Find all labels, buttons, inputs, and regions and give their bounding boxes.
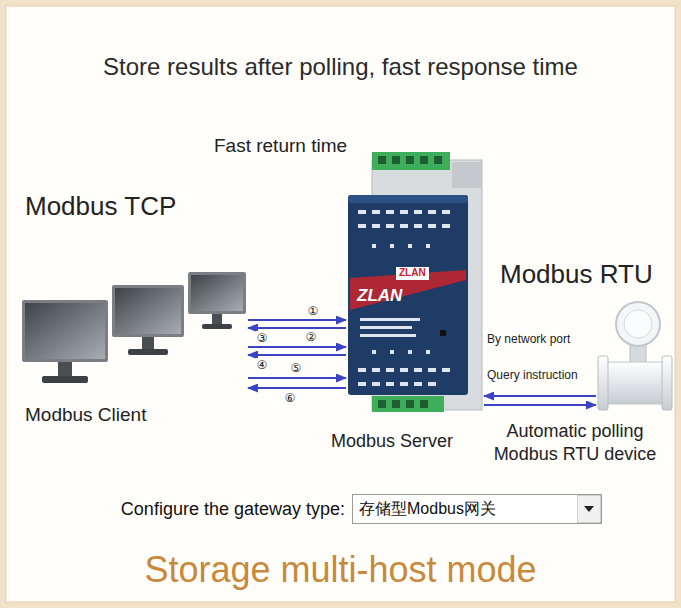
text-holder: Query instruction <box>487 368 578 383</box>
arrow-connector <box>248 387 346 389</box>
text-holder: Modbus Server <box>312 430 472 453</box>
text-holder: Modbus RTU <box>500 258 653 291</box>
text-holder: ZLAN <box>396 262 429 280</box>
node-area: Automatic polling Modbus RTU device <box>596 300 674 412</box>
dropdown-box: 存储型Modbus网关 <box>352 494 602 524</box>
arrow-connector <box>248 377 346 379</box>
arrow-connector <box>248 327 346 329</box>
text-holder: ZLAN <box>357 285 402 306</box>
flowmeter-icon <box>598 302 672 410</box>
text-label: ZLAN <box>396 267 429 280</box>
caption: Storage multi-host mode <box>0 548 681 592</box>
node-area: Modbus Server <box>346 152 484 412</box>
text-label: Modbus TCP <box>25 190 176 223</box>
text-holder: ② <box>305 330 318 344</box>
text-label: Modbus RTU <box>500 258 653 291</box>
text-holder: Store results after polling, fast respon… <box>0 50 681 84</box>
text-label: By network port <box>487 332 570 347</box>
callout-number: ② <box>305 330 318 344</box>
arrow-connector <box>484 404 596 406</box>
text-holder: Configure the gateway type: <box>60 494 345 524</box>
text-holder: Automatic polling Modbus RTU device <box>475 420 675 467</box>
text-holder: Fast return time <box>214 134 347 158</box>
text-holder: ④ <box>256 358 269 372</box>
arrow-connector <box>248 319 346 321</box>
callout-number: ③ <box>256 331 269 345</box>
text-label: ZLAN <box>357 285 402 306</box>
dropdown-value: 存储型Modbus网关 <box>353 495 502 523</box>
callout-number: ⑤ <box>290 361 303 375</box>
callout-number: ① <box>307 304 320 318</box>
callout-number: ④ <box>256 358 269 372</box>
callout-number: ⑥ <box>284 391 297 405</box>
dropdown-button <box>577 495 601 523</box>
title: Store results after polling, fast respon… <box>0 50 681 84</box>
node-label: Modbus Client <box>25 403 146 428</box>
text-holder: Modbus Client <box>25 403 146 428</box>
text-holder: By network port <box>487 332 570 347</box>
arrow-connector <box>484 395 596 397</box>
text-label: Configure the gateway type: <box>60 494 345 524</box>
node-label: Automatic polling Modbus RTU device <box>475 420 675 467</box>
node-area: Modbus Client <box>20 270 248 392</box>
node-label: Modbus Server <box>312 430 472 453</box>
text-holder: ① <box>307 304 320 318</box>
gateway-device <box>348 152 482 412</box>
arrow-connector <box>248 354 346 356</box>
text-label: Query instruction <box>487 368 578 383</box>
arrow-connector <box>248 346 346 348</box>
text-holder: Modbus TCP <box>25 190 176 223</box>
text-label: Fast return time <box>214 134 347 158</box>
monitor-icons <box>22 272 246 383</box>
text-holder: ⑤ <box>290 361 303 375</box>
text-holder: ③ <box>256 331 269 345</box>
text-holder: ⑥ <box>284 391 297 405</box>
text-holder: Storage multi-host mode <box>0 548 681 592</box>
